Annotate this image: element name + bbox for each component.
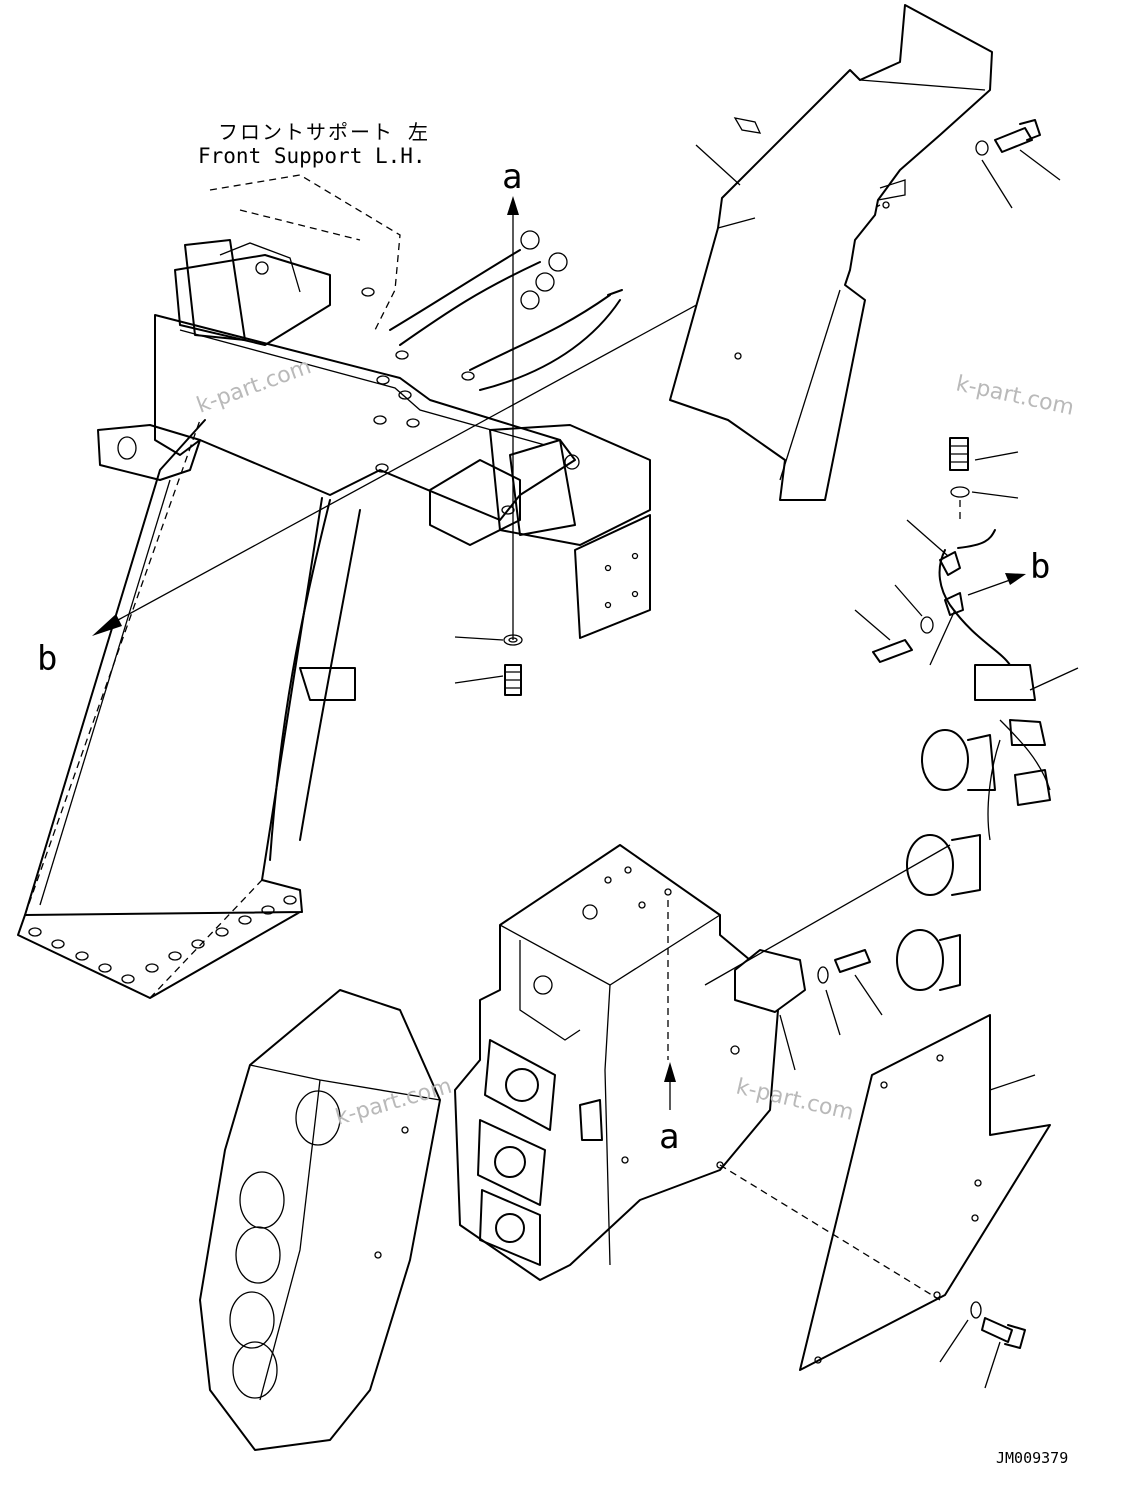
plate-bolts: [361, 287, 515, 515]
base-holes: [28, 895, 297, 984]
wiring-assembly: [854, 437, 1079, 991]
callout-b-right-label: b: [1030, 547, 1050, 587]
drawing-number: JM009379: [996, 1449, 1068, 1467]
callout-b-left-label: b: [37, 639, 57, 679]
front-support-frame: [17, 174, 651, 999]
title-japanese: フロントサポート 左: [218, 120, 430, 144]
callout-a-top-label: a: [502, 157, 522, 197]
title-english: Front Support L.H.: [198, 144, 426, 168]
small-bracket: [704, 844, 951, 1071]
cushion-block: [199, 989, 441, 1451]
callout-a-top: a: [502, 157, 522, 640]
lower-bolt-assembly: [454, 634, 523, 696]
cover-bolt: [975, 119, 1061, 209]
watermark-2: k-part.com: [954, 371, 1076, 420]
side-plate: [719, 1014, 1051, 1389]
callout-a-bottom: a: [659, 1062, 679, 1157]
bracket-housing: [454, 844, 781, 1281]
callout-a-bottom-label: a: [659, 1117, 679, 1157]
callout-b-right: b: [967, 547, 1050, 596]
cover-guard: [669, 4, 993, 501]
watermark-1: k-part.com: [194, 354, 315, 418]
